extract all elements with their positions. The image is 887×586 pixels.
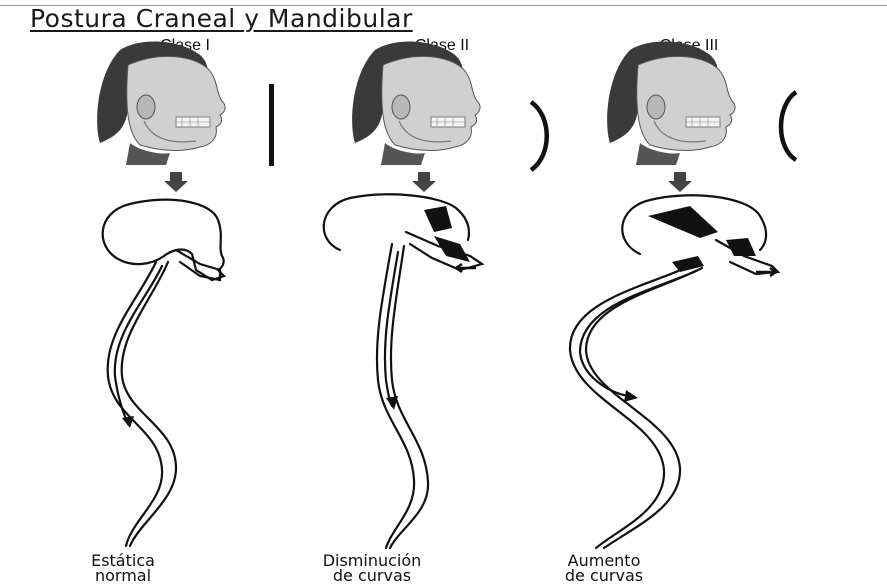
straight-profile-line xyxy=(269,84,274,166)
down-arrow-icon-3 xyxy=(668,172,692,192)
profile-face-1 xyxy=(97,41,225,165)
muscle-band-3a xyxy=(648,206,718,238)
muscle-band-2b xyxy=(434,236,470,262)
backward-arrow-icon xyxy=(456,264,476,272)
caption-3-line2: de curvas xyxy=(565,568,643,583)
flow-arrowhead-2 xyxy=(386,396,398,410)
caption-1: Estática normal xyxy=(91,553,155,583)
convex-profile-line xyxy=(531,102,547,170)
profile-face-3 xyxy=(607,41,735,165)
muscle-band-2a xyxy=(424,206,452,232)
down-arrow-icon-2 xyxy=(412,172,436,192)
flow-arrowhead-3 xyxy=(624,390,638,402)
flow-arrowhead-1 xyxy=(122,416,134,428)
down-arrow-icon-1 xyxy=(164,172,188,192)
caption-1-line2: normal xyxy=(91,568,155,583)
muscle-band-3b xyxy=(726,238,756,256)
skeleton-outline-1 xyxy=(103,200,224,546)
profile-face-2 xyxy=(352,41,480,165)
caption-3: Aumento de curvas xyxy=(565,553,643,583)
caption-2-line2: de curvas xyxy=(323,568,422,583)
caption-2: Disminución de curvas xyxy=(323,553,422,583)
concave-profile-line xyxy=(781,92,796,160)
